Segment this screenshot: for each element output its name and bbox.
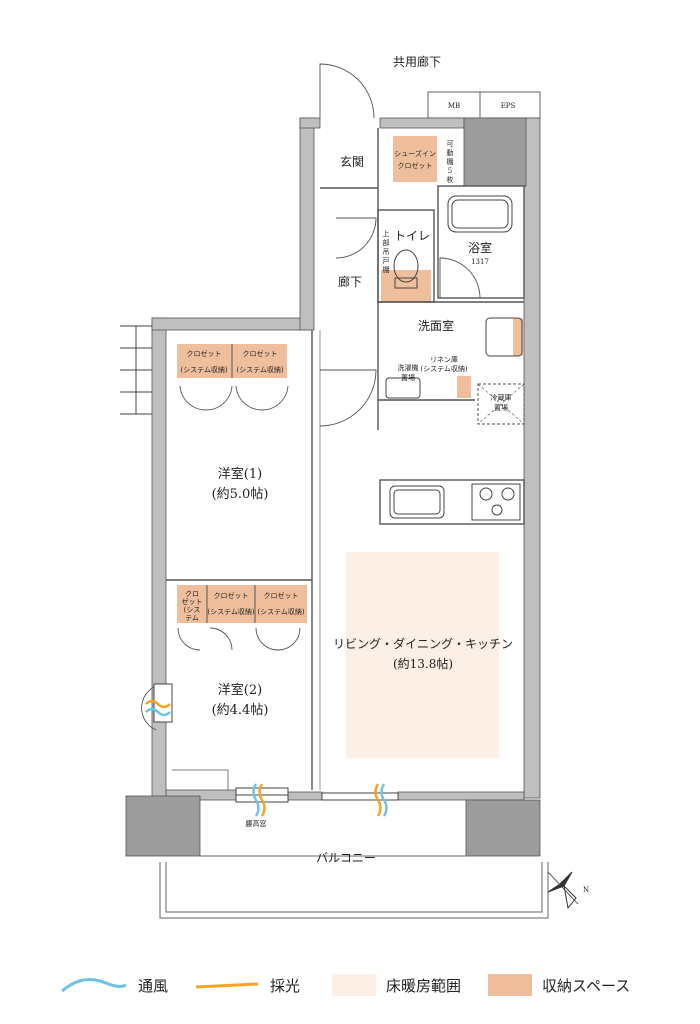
svg-text:部: 部: [383, 238, 390, 247]
legend-ventilation: 通風: [60, 965, 168, 1005]
svg-text:戸: 戸: [383, 257, 390, 265]
ventilation-wave-icon: [61, 977, 127, 993]
legend: 通風 採光 床暖房範囲 収納スペース: [0, 965, 700, 1005]
legend-floor-heating: 床暖房範囲: [332, 965, 461, 1005]
svg-text:クロゼット: クロゼット: [187, 349, 222, 358]
daylight-streak-icon: [195, 982, 259, 989]
svg-text:クロゼット: クロゼット: [243, 349, 278, 358]
storage-areas: [177, 136, 523, 623]
svg-text:クロ: クロ: [185, 590, 199, 598]
mb-label: MB: [448, 102, 460, 110]
svg-text:5: 5: [448, 167, 452, 175]
room1-name: 洋室(1): [218, 466, 262, 482]
eps-label: EPS: [501, 102, 516, 110]
svg-text:(システム収納): (システム収納): [236, 365, 284, 374]
svg-text:(システム収納): (システム収納): [207, 607, 255, 616]
svg-text:(システム収納): (システム収納): [257, 607, 305, 616]
svg-text:クロゼット: クロゼット: [264, 591, 299, 600]
storage-swatch: [488, 974, 532, 996]
compass-icon: N: [547, 871, 589, 910]
bath-label: 浴室: [468, 240, 492, 255]
washroom-label: 洗面室: [418, 318, 454, 333]
upper-cabinet-label: 上 部 吊 戸 棚: [383, 229, 390, 274]
svg-text:クロゼット: クロゼット: [214, 591, 249, 600]
partitions: [166, 128, 525, 790]
ventilation-daylight-marks: [145, 699, 388, 817]
room2-size: (約4.4帖): [212, 703, 269, 718]
washer-label-2: 置場: [401, 373, 415, 382]
svg-text:棚: 棚: [383, 265, 390, 274]
doors: [141, 63, 481, 731]
balcony-label: バルコニー: [316, 851, 376, 865]
linen-label-1: リネン庫: [430, 355, 458, 364]
shoes-closet-label-1: シューズイン: [394, 149, 436, 158]
svg-text:(シス: (シス: [184, 606, 201, 614]
fixtures: [120, 195, 523, 521]
walls: [151, 117, 541, 801]
svg-text:枚: 枚: [447, 175, 454, 184]
closets-room1: クロゼット (システム収納) クロゼット (システム収納): [180, 344, 284, 378]
floor-plan: 共用廊下 MB EPS: [120, 54, 589, 919]
closets-room2: クロ ゼット (シス テム クロゼット (システム収納) クロゼット (システム…: [182, 585, 305, 623]
room2-name: 洋室(2): [218, 682, 262, 698]
room1-size: (約5.0帖): [212, 487, 269, 502]
corridor-label: 共用廊下: [393, 54, 441, 69]
columns: [125, 117, 541, 857]
toilet-label: トイレ: [394, 229, 430, 243]
hallway-label: 廊下: [338, 274, 362, 289]
north-label: N: [583, 886, 589, 894]
svg-text:(システム収納): (システム収納): [180, 365, 228, 374]
floor-heating-area: [346, 552, 499, 758]
svg-text:棚: 棚: [447, 157, 454, 166]
fridge-label-2: 置場: [494, 403, 508, 412]
fridge-label-1: 冷蔵庫: [491, 393, 512, 402]
linen-label-2: (システム収納): [420, 364, 468, 373]
legend-storage: 収納スペース: [488, 965, 630, 1005]
legend-daylight: 採光: [194, 965, 300, 1005]
movable-shelf-label: 可 動 棚 5 枚: [447, 140, 454, 184]
ldk-name: リビング・ダイニング・キッチン: [333, 636, 513, 651]
waist-window-label: 腰高窓: [246, 819, 267, 828]
mb-eps-shafts: MB EPS: [427, 91, 541, 119]
svg-text:可: 可: [447, 140, 454, 148]
svg-text:動: 動: [447, 148, 454, 157]
svg-text:上: 上: [383, 229, 390, 238]
svg-text:テム: テム: [185, 614, 199, 622]
balcony: [159, 855, 549, 919]
floor-heating-swatch: [332, 974, 376, 996]
entrance-label: 玄関: [340, 154, 364, 169]
svg-text:吊: 吊: [383, 248, 390, 256]
shoes-closet-label-2: クロゼット: [398, 161, 433, 170]
svg-text:ゼット: ゼット: [182, 597, 203, 606]
ldk-size: (約13.8帖): [393, 656, 453, 671]
washer-label-1: 洗濯機: [398, 363, 419, 372]
bath-size-label: 1317: [471, 258, 489, 266]
